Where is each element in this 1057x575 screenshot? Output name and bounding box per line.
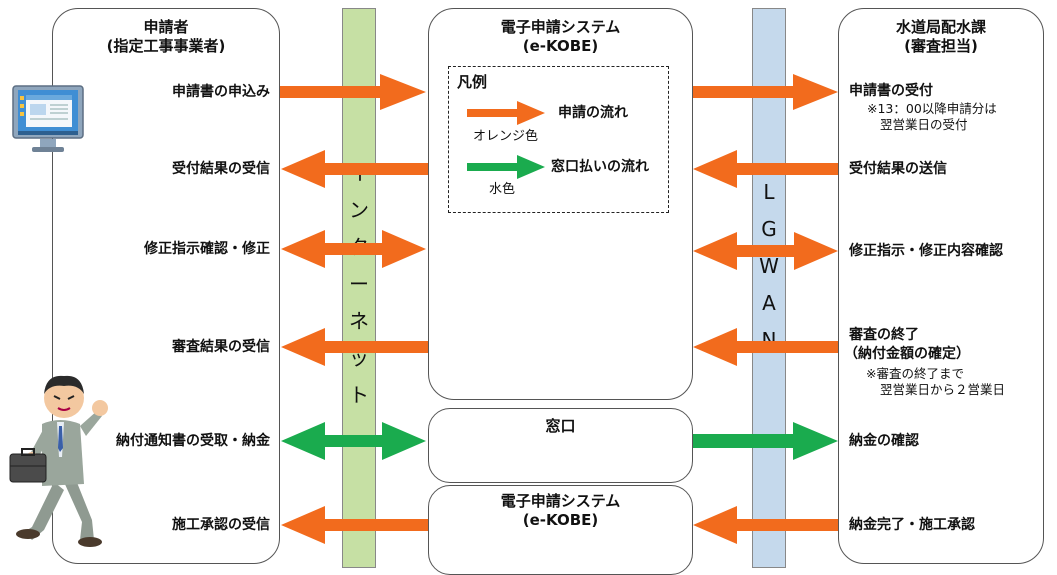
water-step-send-result: 受付結果の送信 (849, 161, 947, 177)
legend-orange-arrow (467, 101, 545, 125)
system2-title-line2: (e-KOBE) (522, 511, 599, 529)
water-column (838, 8, 1044, 564)
counter-arrow-1 (281, 422, 426, 460)
window-box (428, 408, 693, 483)
system-title: 電子申請システム (e-KOBE) (428, 18, 693, 56)
internet-char: ー (349, 272, 369, 296)
water-title-line2: (審査担当) (904, 37, 978, 55)
lgwan-char: W (759, 254, 779, 278)
applicant-step-payment: 納付通知書の受取・納金 (116, 433, 270, 449)
water-step-review-note2: 翌営業日から２営業日 (880, 382, 1006, 397)
applicant-column (52, 8, 280, 564)
applicant-step-approval: 施工承認の受信 (172, 517, 270, 533)
water-step-payment-done: 納金完了・施工承認 (849, 517, 975, 533)
fix-arrow-2 (693, 232, 838, 270)
approval-arrow-1 (281, 506, 428, 544)
applicant-title: 申請者 (指定工事事業者) (52, 18, 280, 56)
computer-monitor-icon (12, 85, 84, 152)
lgwan-char: G (761, 217, 777, 241)
water-step-receive-note1: ※13：00以降申請分は (867, 101, 997, 116)
legend-counter-flow: 窓口払いの流れ (551, 159, 649, 175)
window-label: 窓口 (545, 417, 576, 435)
system-title-2: 電子申請システム (e-KOBE) (428, 492, 693, 530)
apply-arrow-2 (693, 74, 838, 110)
legend-green-arrow (467, 155, 545, 179)
legend-title: 凡例 (457, 73, 488, 91)
review-arrow-2 (693, 328, 838, 366)
applicant-step-review-result: 審査結果の受信 (172, 339, 270, 355)
running-businessman-icon (9, 375, 108, 547)
legend-counter-color: 水色 (489, 182, 516, 197)
lgwan-band (752, 8, 786, 568)
applicant-title-line2: (指定工事事業者) (106, 37, 226, 55)
applicant-title-line1: 申請者 (143, 18, 189, 36)
water-step-fix-confirm: 修正指示・修正内容確認 (849, 243, 1003, 259)
lgwan-char: A (762, 291, 776, 315)
apply-arrow-1 (280, 74, 426, 110)
lgwan-band-label: L G W A N (752, 182, 786, 367)
water-title-line1: 水道局配水課 (895, 18, 986, 36)
system-title-line2: (e-KOBE) (522, 37, 599, 55)
water-title: 水道局配水課 (審査担当) (838, 18, 1044, 56)
result-arrow-1 (281, 150, 428, 188)
water-step-review-end-amount: （納付金額の確定） (844, 346, 970, 362)
water-step-receive-note2: 翌営業日の受付 (880, 117, 968, 132)
system-column-box-2 (428, 485, 693, 575)
legend-box: 凡例 申請の流れ オレンジ色 窓口払いの流れ 水色 (448, 66, 669, 213)
internet-char: ネ (349, 309, 369, 333)
lgwan-char: L (763, 180, 775, 204)
applicant-step-apply: 申請書の申込み (172, 84, 270, 100)
internet-band (342, 8, 376, 568)
water-step-review-note1: ※審査の終了まで (866, 366, 964, 381)
applicant-step-receive-result: 受付結果の受信 (172, 161, 270, 177)
internet-char: ト (349, 383, 369, 407)
water-step-review-end: 審査の終了 (849, 327, 919, 343)
review-arrow-1 (281, 328, 428, 366)
approval-arrow-2 (693, 506, 838, 544)
counter-arrow-2 (693, 422, 838, 460)
water-step-payment-confirm: 納金の確認 (849, 433, 919, 449)
system2-title-line1: 電子申請システム (500, 492, 621, 510)
applicant-step-fix: 修正指示確認・修正 (144, 241, 270, 257)
fix-arrow-1 (281, 230, 426, 268)
system-title-line1: 電子申請システム (500, 18, 621, 36)
legend-apply-flow: 申請の流れ (558, 105, 628, 121)
flow-arrows (280, 74, 838, 544)
legend-apply-color: オレンジ色 (473, 129, 539, 144)
internet-char: ン (349, 198, 369, 222)
result-arrow-2 (693, 150, 838, 188)
water-step-receive: 申請書の受付 (849, 83, 933, 99)
